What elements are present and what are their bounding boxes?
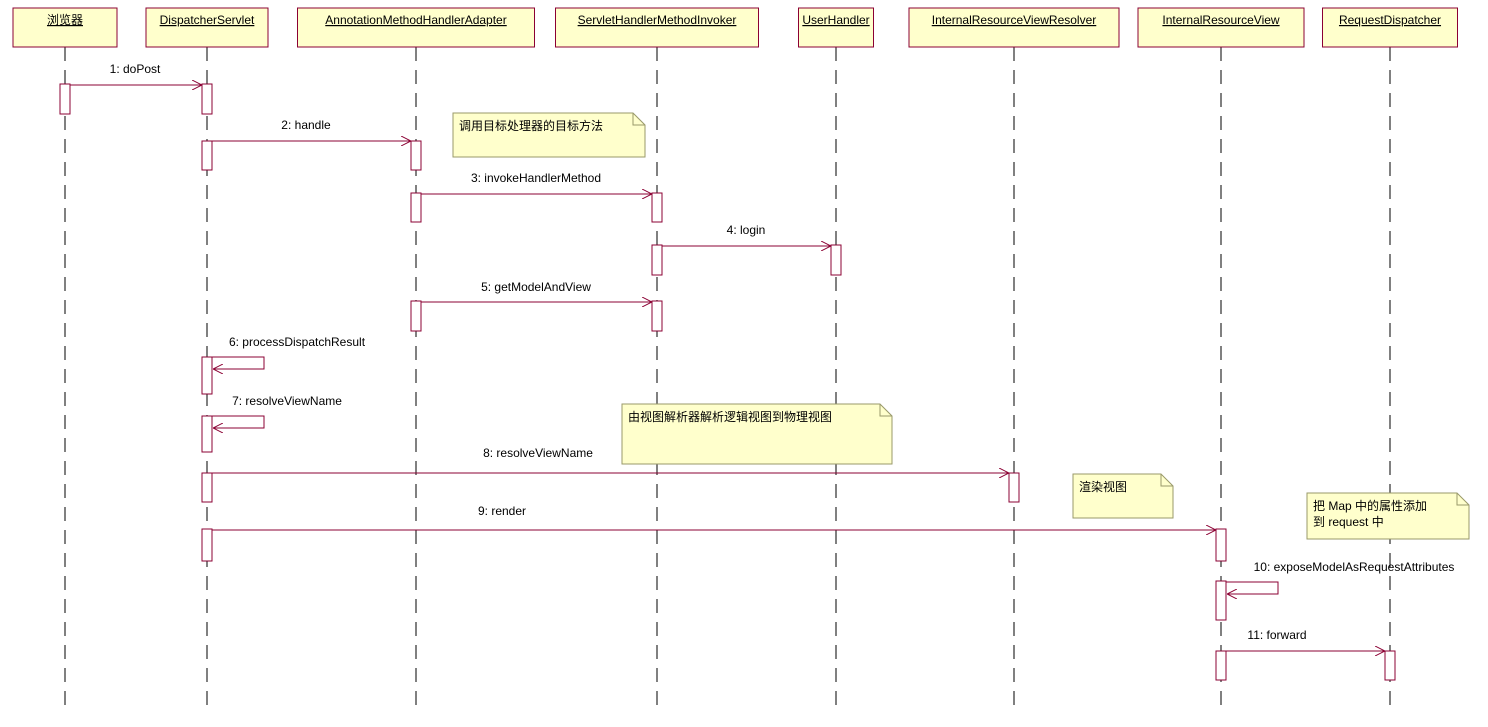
message-label: 10: exposeModelAsRequestAttributes [1254, 560, 1455, 574]
object-label: UserHandler [802, 13, 869, 27]
message-6: 6: processDispatchResult [212, 335, 366, 369]
note: 由视图解析器解析逻辑视图到物理视图 [621, 403, 893, 465]
activation-bar [651, 192, 663, 223]
message-7: 7: resolveViewName [212, 394, 342, 428]
object-label: AnnotationMethodHandlerAdapter [325, 13, 506, 27]
object-label: RequestDispatcher [1339, 13, 1441, 27]
object-reqdispatcher[interactable]: RequestDispatcher [1322, 7, 1458, 48]
activation-bar [201, 140, 213, 171]
message-2: 2: handle [212, 118, 411, 141]
object-label: 浏览器 [47, 12, 83, 27]
object-dispatcher[interactable]: DispatcherServlet [145, 7, 269, 48]
object-label: InternalResourceView [1162, 13, 1280, 27]
message-label: 5: getModelAndView [481, 280, 591, 294]
object-label: DispatcherServlet [160, 13, 255, 27]
message-10: 10: exposeModelAsRequestAttributes [1226, 560, 1454, 594]
activation-bar [651, 244, 663, 276]
activation-bar [1215, 528, 1227, 562]
note-text: 调用目标处理器的目标方法 [459, 118, 603, 133]
activation-bar [59, 83, 71, 115]
message-label: 6: processDispatchResult [229, 335, 366, 349]
message-label: 3: invokeHandlerMethod [471, 171, 601, 185]
message-4: 4: login [662, 223, 831, 246]
note-text: 到 request 中 [1313, 514, 1384, 529]
activation-bar [1215, 580, 1227, 621]
activation-bar [830, 244, 842, 276]
message-label: 4: login [727, 223, 766, 237]
message-label: 7: resolveViewName [232, 394, 342, 408]
activation-bar [410, 192, 422, 223]
activation-bar [201, 472, 213, 503]
message-1: 1: doPost [70, 62, 202, 85]
note-text: 渲染视图 [1079, 479, 1127, 494]
activation-bar [651, 300, 663, 332]
activation-bar [1008, 472, 1020, 503]
message-label: 8: resolveViewName [483, 446, 593, 460]
message-label: 11: forward [1247, 628, 1306, 642]
message-label: 2: handle [281, 118, 331, 132]
message-label: 1: doPost [110, 62, 161, 76]
object-browser[interactable]: 浏览器 [12, 7, 118, 48]
activation-bar [201, 415, 213, 453]
object-resolver[interactable]: InternalResourceViewResolver [908, 7, 1120, 48]
note-text: 把 Map 中的属性添加 [1313, 498, 1427, 513]
message-3: 3: invokeHandlerMethod [421, 171, 652, 194]
message-11: 11: forward [1226, 628, 1385, 651]
note: 调用目标处理器的目标方法 [452, 112, 646, 158]
object-label: InternalResourceViewResolver [932, 13, 1097, 27]
activation-bar [201, 83, 213, 115]
activation-bar [410, 300, 422, 332]
object-view[interactable]: InternalResourceView [1137, 7, 1305, 48]
message-5: 5: getModelAndView [421, 280, 652, 302]
object-userhandler[interactable]: UserHandler [798, 7, 874, 48]
message-9: 9: render [212, 504, 1216, 530]
object-adapter[interactable]: AnnotationMethodHandlerAdapter [297, 7, 535, 48]
activation-bar [201, 356, 213, 395]
note-text: 由视图解析器解析逻辑视图到物理视图 [628, 409, 832, 424]
activation-bar [201, 528, 213, 562]
note: 渲染视图 [1072, 473, 1174, 519]
activation-bar [410, 140, 422, 171]
message-8: 8: resolveViewName [212, 446, 1009, 473]
activation-bar [1384, 650, 1396, 681]
object-invoker[interactable]: ServletHandlerMethodInvoker [555, 7, 759, 48]
message-label: 9: render [478, 504, 526, 518]
object-label: ServletHandlerMethodInvoker [578, 13, 737, 27]
activation-bar [1215, 650, 1227, 681]
